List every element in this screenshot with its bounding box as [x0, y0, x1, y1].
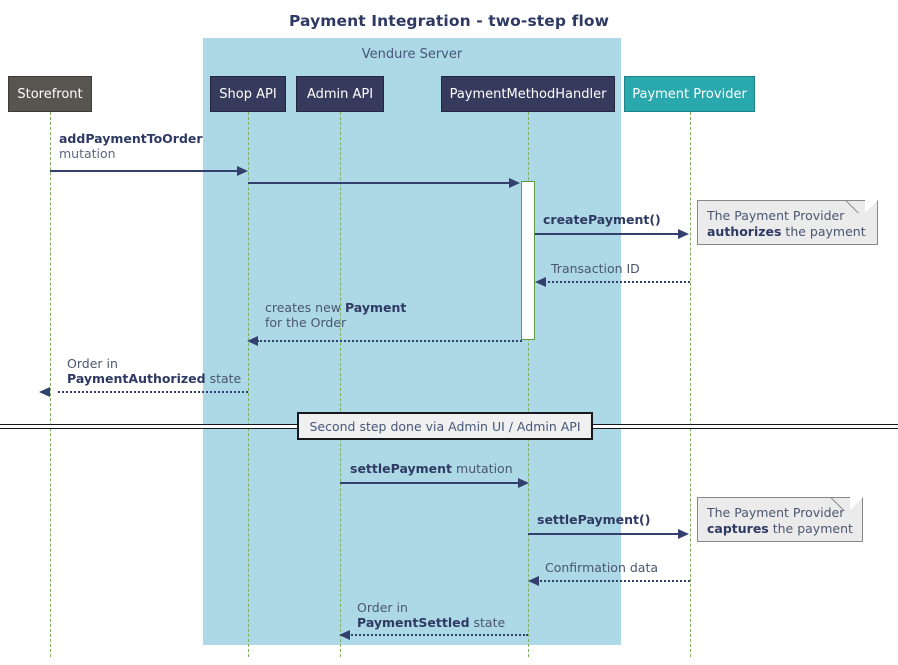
message-arrow-order-payment-settled: [348, 634, 528, 636]
arrowhead-order-payment-settled: [339, 630, 350, 640]
label-settle-rest: mutation: [452, 461, 513, 476]
label-order-in-2: Order in: [357, 600, 408, 615]
label-state-suffix-1: state: [205, 371, 242, 386]
message-arrow-create-payment: [535, 233, 679, 235]
arrowhead-transaction-id: [535, 277, 546, 287]
message-arrow-settle-payment-call: [528, 533, 679, 535]
lifeline-payment-provider: [690, 112, 691, 657]
activation-bar-payment-method-handler: [521, 181, 535, 340]
note-authorizes-payment: The Payment Provider authorizes the paym…: [697, 200, 878, 245]
label-bold-create-payment: createPayment(): [543, 212, 661, 227]
note1-bold: authorizes: [707, 224, 782, 239]
label-bold-add-payment: addPaymentToOrder: [59, 131, 203, 146]
label-order-in-1: Order in: [67, 356, 118, 371]
participant-payment-method-handler[interactable]: PaymentMethodHandler: [441, 76, 615, 112]
note-fold-corner-icon: [865, 200, 878, 213]
label-transaction-id: Transaction ID: [551, 261, 640, 276]
message-label-confirmation-data: Confirmation data: [545, 560, 658, 575]
label-state-suffix-2: state: [469, 615, 506, 630]
participant-storefront[interactable]: Storefront: [8, 76, 92, 112]
label-creates-new-pre: creates new: [265, 300, 345, 315]
participant-admin-api[interactable]: Admin API: [296, 76, 384, 112]
label-confirmation-data: Confirmation data: [545, 560, 659, 575]
message-arrow-creates-new-payment: [257, 340, 522, 342]
message-arrow-settle-payment-mutation: [340, 482, 519, 484]
arrowhead-settle-payment-mutation: [518, 478, 529, 488]
note-captures-payment: The Payment Provider captures the paymen…: [697, 497, 863, 542]
label-payment-authorized-bold: PaymentAuthorized: [67, 371, 206, 386]
arrowhead-shop-api-to-handler: [509, 178, 520, 188]
note1-line1: The Payment Provider: [707, 208, 845, 223]
note-fold-corner-icon-2: [850, 497, 863, 510]
arrowhead-create-payment: [678, 229, 689, 239]
label-rest-add-payment: mutation: [59, 146, 116, 161]
arrowhead-creates-new-payment: [247, 336, 258, 346]
divider-label: Second step done via Admin UI / Admin AP…: [297, 412, 593, 440]
lifeline-shop-api: [248, 112, 249, 657]
note1-rest: the payment: [781, 224, 866, 239]
message-label-order-payment-authorized: Order in PaymentAuthorized state: [67, 356, 241, 386]
message-label-order-payment-settled: Order in PaymentSettled state: [357, 600, 505, 630]
lifeline-admin-api: [340, 112, 341, 657]
arrowhead-settle-payment-call: [678, 529, 689, 539]
label-payment-settled-bold: PaymentSettled: [357, 615, 470, 630]
note2-line1: The Payment Provider: [707, 505, 845, 520]
message-arrow-transaction-id: [544, 281, 690, 283]
label-settle-bold: settlePayment: [350, 461, 453, 476]
arrowhead-add-payment-to-order: [237, 166, 248, 176]
message-arrow-add-payment-to-order: [50, 170, 238, 172]
note2-rest: the payment: [768, 521, 853, 536]
note2-bold: captures: [707, 521, 769, 536]
message-label-settle-payment-call: settlePayment(): [537, 512, 650, 527]
arrowhead-order-payment-authorized: [39, 387, 50, 397]
message-label-settle-payment-mutation: settlePayment mutation: [350, 461, 513, 476]
message-arrow-confirmation-data: [537, 580, 690, 582]
message-label-add-payment-to-order: addPaymentToOrder mutation: [59, 131, 203, 161]
group-label: Vendure Server: [361, 47, 463, 62]
participant-payment-provider[interactable]: Payment Provider: [624, 76, 755, 112]
diagram-title: Payment Integration - two-step flow: [288, 12, 610, 30]
message-label-create-payment: createPayment(): [543, 212, 661, 227]
label-creates-new-bold: Payment: [344, 300, 407, 315]
message-arrow-order-payment-authorized: [58, 391, 248, 393]
message-arrow-shop-api-to-handler: [248, 182, 510, 184]
participant-shop-api[interactable]: Shop API: [210, 76, 286, 112]
lifeline-payment-method-handler: [528, 112, 529, 657]
message-label-transaction-id: Transaction ID: [551, 261, 640, 276]
lifeline-storefront: [50, 112, 51, 657]
message-label-creates-new-payment: creates new Payment for the Order: [265, 300, 406, 330]
label-creates-new-line2: for the Order: [265, 315, 347, 330]
arrowhead-confirmation-data: [528, 576, 539, 586]
label-settle-call: settlePayment(): [537, 512, 651, 527]
